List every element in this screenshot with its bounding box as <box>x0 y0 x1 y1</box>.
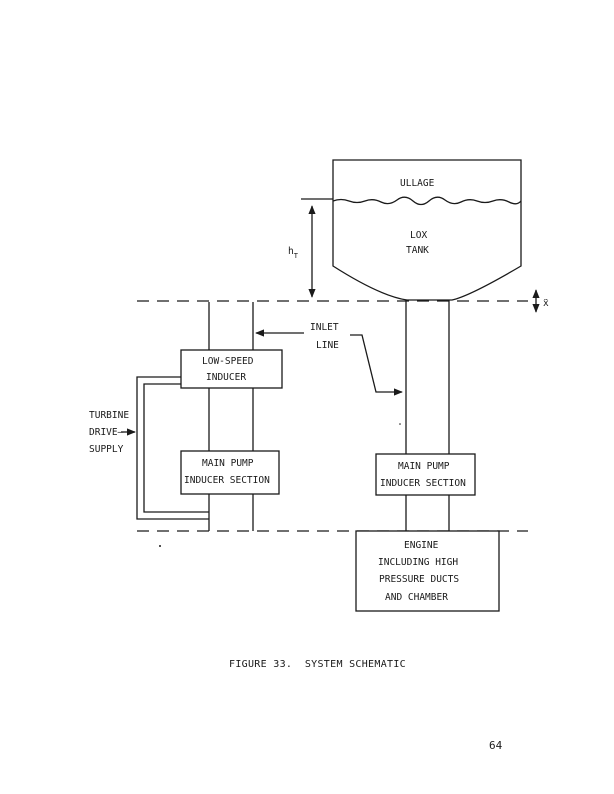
figure-caption: FIGURE 33. SYSTEM SCHEMATIC <box>229 659 406 670</box>
engine-line4: AND CHAMBER <box>385 592 448 603</box>
inlet-arrow-to-right-line <box>350 334 403 396</box>
h-t-subscript: T <box>294 252 299 260</box>
supply-label: SUPPLY <box>89 444 124 455</box>
line-label: LINE <box>316 340 339 351</box>
inlet-label: INLET <box>310 322 339 333</box>
main-pump-right-line2: INDUCER SECTION <box>380 478 466 489</box>
engine-line2: INCLUDING HIGH <box>378 557 458 568</box>
engine-box <box>355 530 500 612</box>
liquid-surface-line <box>332 196 522 206</box>
x-ddot-label: ẍ <box>543 298 549 309</box>
low-speed-inducer-box <box>180 349 283 389</box>
scan-speck <box>159 545 161 547</box>
ullage-label: ULLAGE <box>400 178 435 189</box>
engine-line3: PRESSURE DUCTS <box>379 574 459 585</box>
lox-label: LOX <box>410 230 427 241</box>
tank-label: TANK <box>406 245 429 256</box>
main-pump-right-box <box>375 453 476 496</box>
h-t-label: hT <box>288 246 299 260</box>
main-pump-left-line1: MAIN PUMP <box>202 458 254 469</box>
engine-line1: ENGINE <box>404 540 439 551</box>
scan-speck <box>399 423 401 425</box>
drive-label: DRIVE— <box>89 427 124 438</box>
main-pump-left-line2: INDUCER SECTION <box>184 475 270 486</box>
inducer-label: INDUCER <box>206 372 246 383</box>
turbine-drive-inner-line <box>143 383 209 513</box>
turbine-drive-outer-line <box>136 376 209 520</box>
main-pump-right-line1: MAIN PUMP <box>398 461 450 472</box>
turbine-label: TURBINE <box>89 410 129 421</box>
main-pump-left-box <box>180 450 280 495</box>
lox-tank-outline <box>332 159 522 301</box>
page-number: 64 <box>489 739 503 752</box>
low-speed-label: LOW-SPEED <box>202 356 254 367</box>
